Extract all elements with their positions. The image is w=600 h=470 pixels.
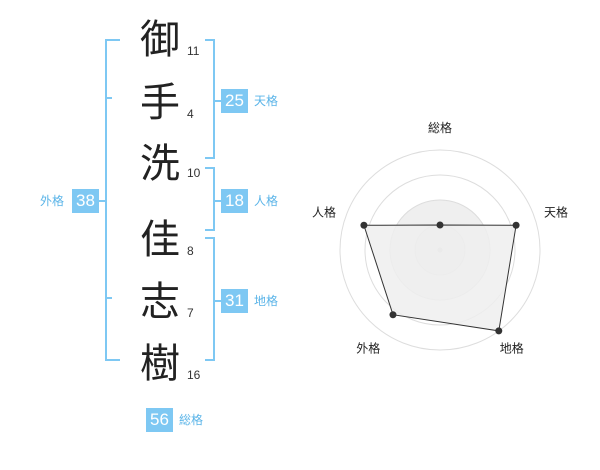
stroke-count-2: 4 [187,107,194,121]
jinkaku-label: 人格 [254,194,279,208]
radar-axis-label-5: 人格 [312,204,336,219]
name-char-5: 志 [140,279,180,325]
stroke-count-1: 11 [187,44,200,58]
tenkaku-bracket [205,39,215,159]
name-char-3: 洗 [140,141,180,187]
radar-point-2 [512,221,520,229]
radar-point-3 [495,327,503,335]
radar-axis-label-4: 外格 [356,341,380,356]
name-char-6: 樹 [140,341,180,387]
stroke-count-5: 7 [187,306,194,320]
radar-axis-label-2: 天格 [544,204,568,219]
name-char-1: 御 [140,17,180,63]
gaikaku-bracket [105,39,120,361]
tenkaku-value: 25 [221,89,248,113]
radar-points [360,221,520,335]
radar-axis-label-1: 総格 [428,120,452,135]
radar-axis-label-3: 地格 [500,341,524,356]
radar-point-5 [360,221,368,229]
stroke-count-4: 8 [187,244,194,258]
tenkaku-label: 天格 [254,94,279,108]
stroke-count-3: 10 [187,166,201,180]
radar-point-1 [436,221,444,229]
jinkaku-bracket [205,167,215,231]
gaikaku-value: 38 [72,189,99,213]
radar-point-4 [389,311,397,319]
name-char-2: 手 [140,80,180,126]
gaikaku-label: 外格 [40,194,65,208]
jinkaku-value: 18 [221,189,248,213]
chikaku-bracket [205,237,215,361]
radar-area [363,224,517,332]
stroke-count-6: 16 [187,368,201,382]
name-char-4: 佳 [140,217,180,263]
chikaku-value: 31 [221,289,248,313]
soukaku-label: 総格 [179,413,204,427]
soukaku-value: 56 [146,408,173,432]
chikaku-label: 地格 [254,294,279,308]
